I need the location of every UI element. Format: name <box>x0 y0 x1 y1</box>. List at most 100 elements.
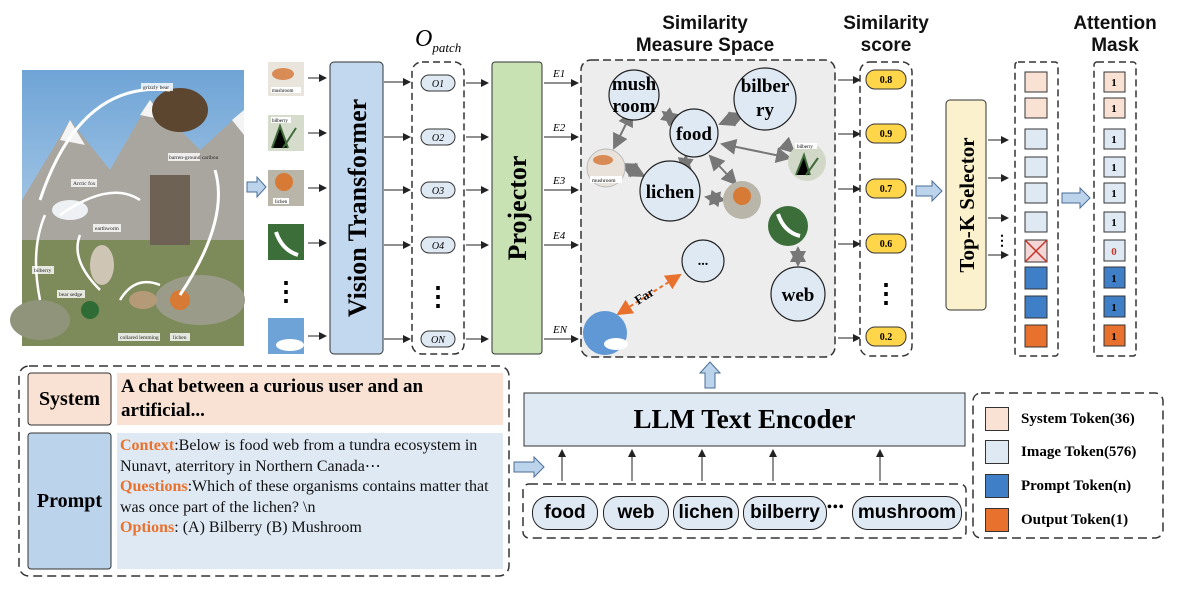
svg-text:0.7: 0.7 <box>880 184 893 195</box>
space-to-score-arrows <box>838 76 861 342</box>
mask-cell-10: 1 <box>1103 324 1126 347</box>
vision-transformer-block: Vision Transformer <box>329 61 384 355</box>
score-1: 0.8 <box>865 69 907 90</box>
svg-text:O4: O4 <box>432 241 444 252</box>
scene-label-lichen: lichen <box>173 335 187 341</box>
text-token-food: food <box>532 496 598 530</box>
mask-cell-3: 1 <box>1103 128 1126 150</box>
svg-text:ry: ry <box>756 100 774 121</box>
score-3: 0.7 <box>865 178 907 199</box>
text-token-mushroom: mushroom <box>852 496 962 530</box>
text-token-bilberry: bilberry <box>743 496 827 530</box>
legend-swatch-system <box>985 407 1009 431</box>
options-text: : (A) Bilberry (B) Mushroom <box>174 519 362 536</box>
mini-bilberry-image: bilberry <box>788 143 826 181</box>
o-token-n: ON <box>420 330 456 348</box>
svg-text:1: 1 <box>1111 134 1117 146</box>
topk-output-arrows <box>988 136 1009 259</box>
svg-text:O2: O2 <box>432 133 444 144</box>
svg-text:1: 1 <box>1111 273 1117 285</box>
bubble-mushroom: mush room <box>608 69 660 121</box>
similarity-score-panel: 0.8 0.9 0.7 0.6 0.2 ⋮ <box>859 61 913 357</box>
vision-transformer-label: Vision Transformer <box>343 99 372 317</box>
mask-cell-7: 0 <box>1103 239 1126 262</box>
score-2: 0.9 <box>865 123 907 144</box>
topk-selector-block: Top-K Selector <box>945 99 987 311</box>
legend-swatch-output <box>985 508 1009 532</box>
svg-text:ON: ON <box>431 335 446 346</box>
svg-text:0.8: 0.8 <box>880 75 893 86</box>
food-web-scene-image: grizzly bear barren-ground caribou Arcti… <box>10 70 245 346</box>
prompt-to-tokens-arrow <box>513 455 545 479</box>
legend-system: System Token(36) <box>985 407 1165 431</box>
mini-sky-image <box>583 311 628 355</box>
llm-text-encoder-block <box>523 392 966 447</box>
system-text: A chat between a curious user and an art… <box>121 376 424 421</box>
o-patch-group: Opatch O1 O2 O3 O4 ⋮ ON <box>411 26 465 355</box>
scene-label-earthworm: earthworm <box>95 226 120 232</box>
legend-output: Output Token(1) <box>985 508 1165 532</box>
patch-sky <box>268 318 304 354</box>
o-token-ellipsis: ⋮ <box>425 282 451 311</box>
patch-arrow-image <box>268 224 304 260</box>
e-label-1: E1 <box>552 68 565 80</box>
legend-swatch-prompt <box>985 474 1009 498</box>
legend-prompt: Prompt Token(n) <box>985 474 1165 498</box>
questions-text: :Which of these organisms contains matte… <box>120 478 489 516</box>
svg-text:O1: O1 <box>432 79 444 90</box>
context-text: :Below is food web from a tundra ecosyst… <box>120 437 478 475</box>
scene-to-patches-arrow <box>246 175 267 199</box>
bubble-food: food <box>669 108 719 158</box>
o-token-3: O3 <box>420 181 456 199</box>
svg-text:0.6: 0.6 <box>880 239 893 250</box>
svg-text:1: 1 <box>1111 103 1117 115</box>
attention-mask-title: Attention Mask <box>1073 13 1157 56</box>
o-token-1: O1 <box>420 74 456 92</box>
svg-text:0.2: 0.2 <box>880 332 893 343</box>
e-label-n: EN <box>552 324 568 336</box>
svg-text:lichen: lichen <box>275 200 288 205</box>
svg-text:0: 0 <box>1111 246 1117 258</box>
bubble-lichen: lichen <box>639 160 701 222</box>
patch-lichen: lichen <box>268 170 304 206</box>
o-patch-label: Opatch <box>415 26 461 55</box>
context-key: Context <box>120 437 175 454</box>
e-label-3: E3 <box>552 175 566 187</box>
text-token-web: web <box>603 496 669 530</box>
prompt-panel <box>18 365 510 577</box>
bubble-web: web <box>770 266 826 322</box>
svg-text:lichen: lichen <box>646 182 695 203</box>
questions-key: Questions <box>120 478 188 495</box>
bubble-dots: ... <box>681 239 725 283</box>
svg-text:mushroom: mushroom <box>592 178 616 184</box>
patch-ellipsis: ⋮ <box>273 277 299 306</box>
similarity-score-title: Similarity score <box>843 13 929 56</box>
svg-text:1: 1 <box>1111 331 1117 343</box>
text-token-ellipsis: ••• <box>827 500 845 515</box>
selected-token-column <box>1014 61 1059 357</box>
svg-text:O3: O3 <box>432 186 444 197</box>
patch-to-vit-arrows <box>308 74 327 340</box>
mini-mushroom-image: mushroom <box>586 148 626 188</box>
score-ellipsis: ⋮ <box>873 279 899 308</box>
score-to-topk-arrow <box>915 179 943 203</box>
svg-text:food: food <box>676 124 712 145</box>
mini-arrow-image <box>768 206 808 246</box>
patch-mushroom: mushroom <box>268 62 304 96</box>
legend-swatch-image <box>985 440 1009 464</box>
mini-lichen-image <box>723 181 761 219</box>
svg-text:1: 1 <box>1111 77 1117 89</box>
encoder-to-space-arrow <box>698 361 722 389</box>
svg-text:bilber: bilber <box>741 76 790 97</box>
svg-text:1: 1 <box>1111 162 1117 174</box>
vit-to-otokens-arrows <box>384 78 411 343</box>
e-label-4: E4 <box>552 230 566 242</box>
svg-text:...: ... <box>698 254 709 269</box>
o-token-4: O4 <box>420 236 456 254</box>
svg-text:0.9: 0.9 <box>880 129 893 140</box>
llm-text-encoder-label: LLM Text Encoder <box>633 404 856 434</box>
attention-mask-column: 1 1 1 1 1 1 0 1 1 1 <box>1093 61 1137 357</box>
svg-text:bilberry: bilberry <box>272 119 288 124</box>
column-to-mask-arrow <box>1061 186 1091 210</box>
score-n: 0.2 <box>865 326 907 347</box>
